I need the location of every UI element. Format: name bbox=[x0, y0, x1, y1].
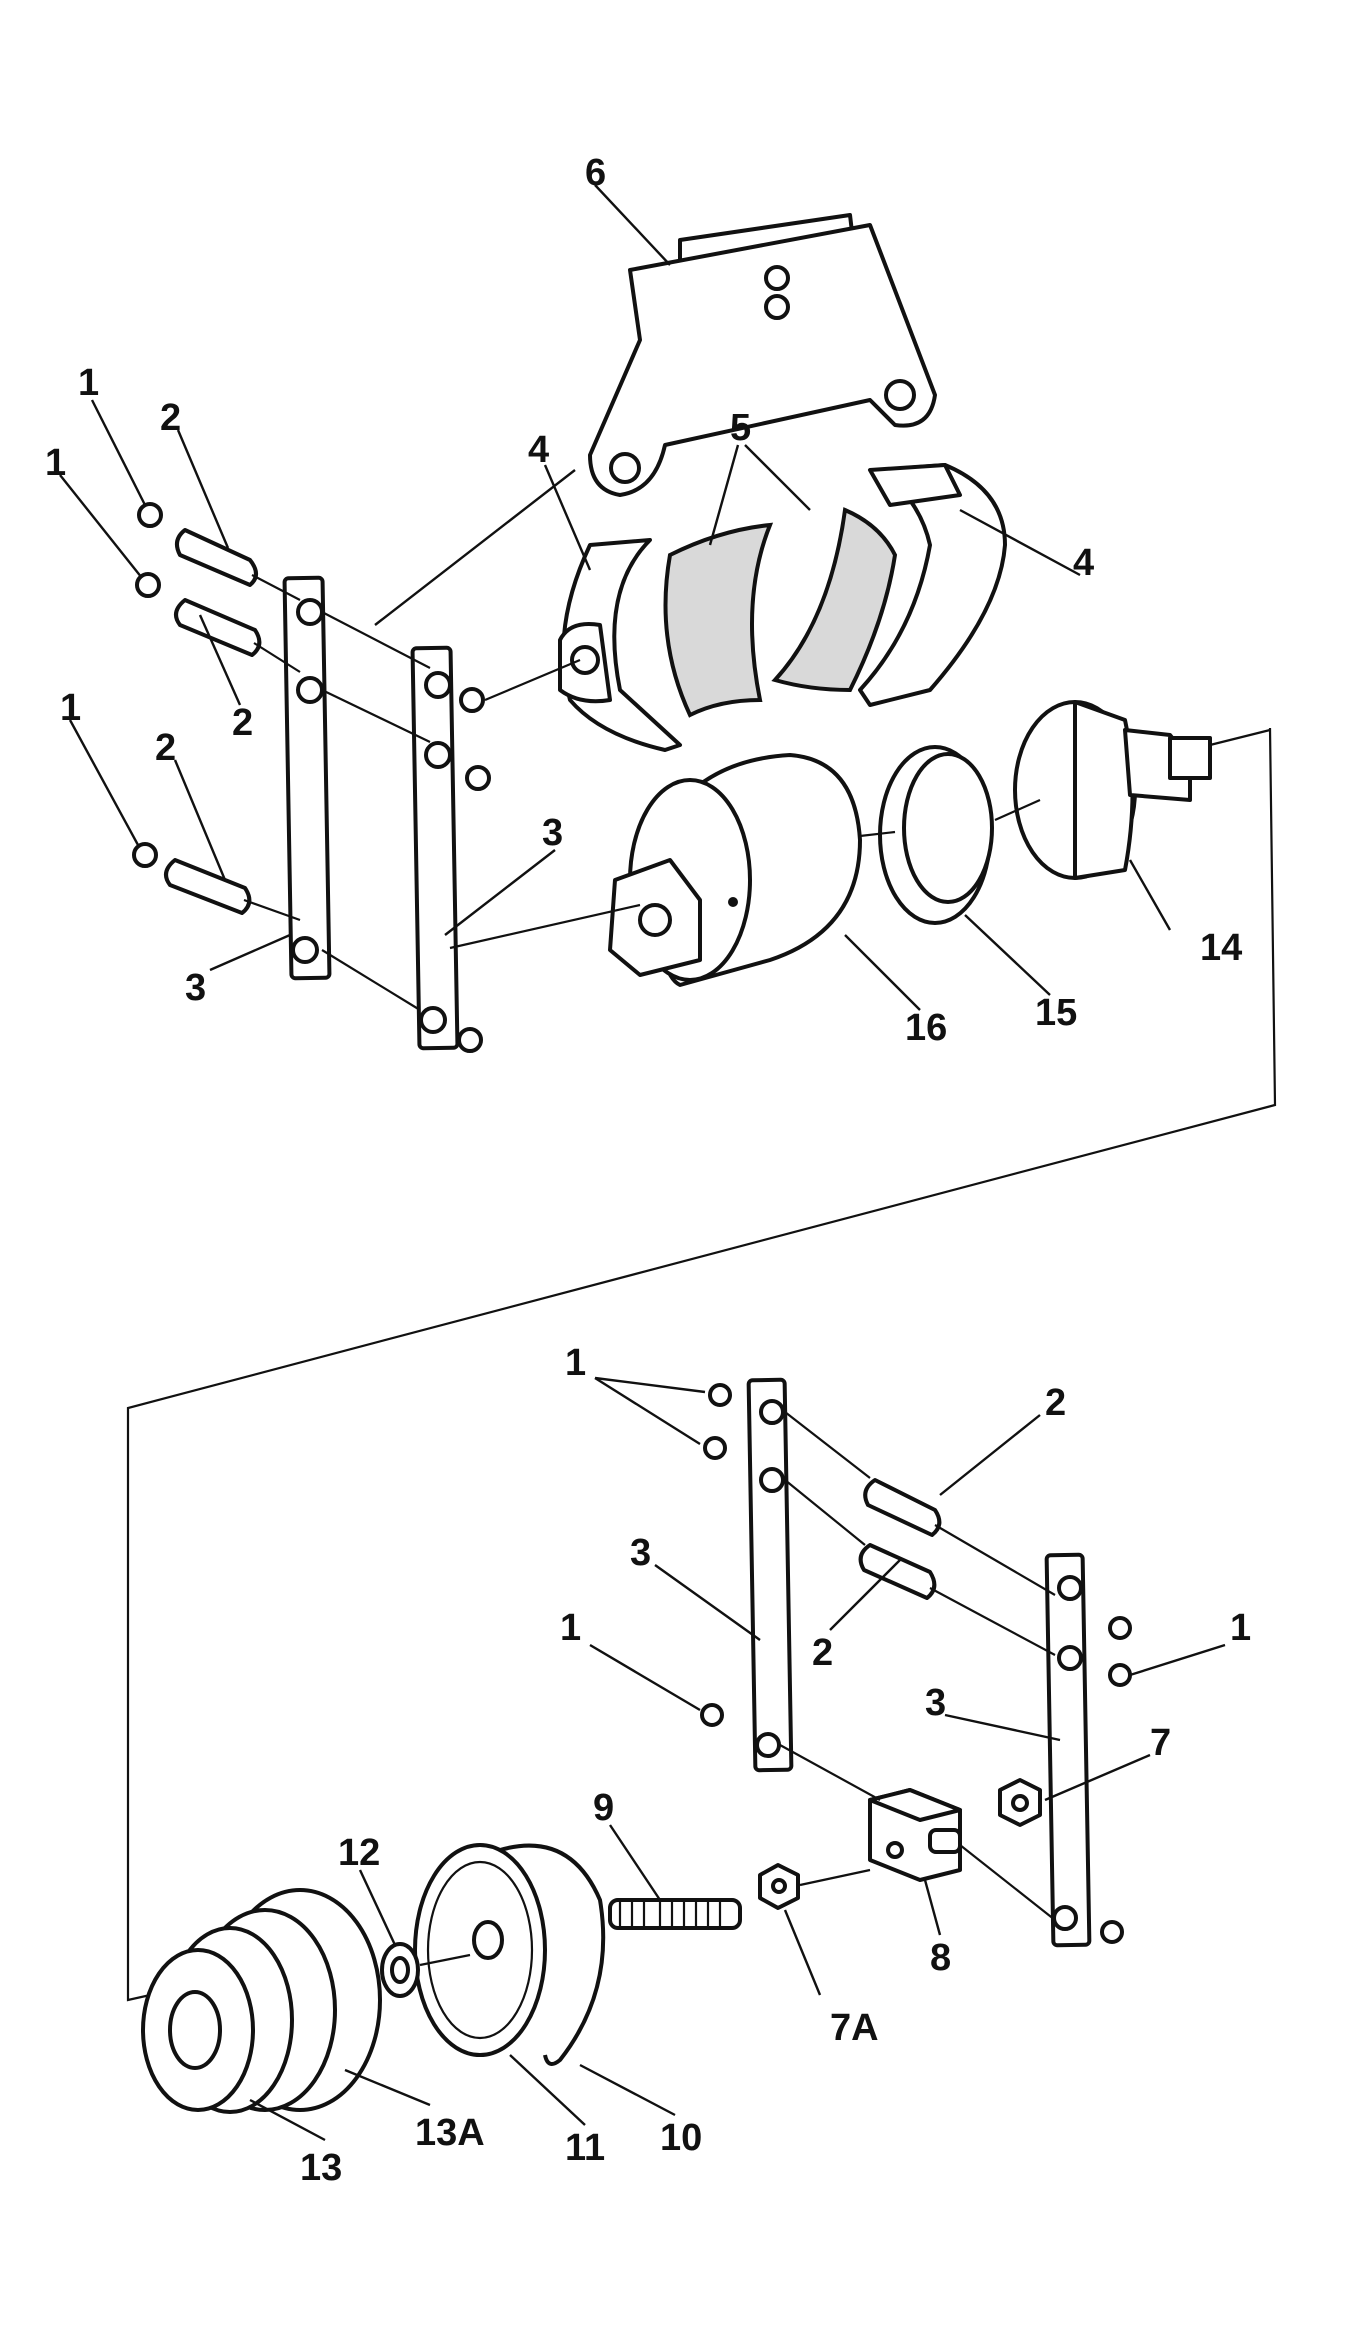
callout-14: 14 bbox=[1200, 927, 1242, 969]
callout-1: 1 bbox=[60, 687, 81, 729]
part-13-pulley bbox=[141, 1888, 382, 2114]
callout-13A: 13A bbox=[415, 2112, 485, 2154]
part-1-nuts-lower bbox=[700, 1383, 1132, 1944]
callout-4: 4 bbox=[528, 429, 549, 471]
callout-4: 4 bbox=[1073, 542, 1094, 584]
callout-3: 3 bbox=[630, 1532, 651, 1574]
part-16-housing bbox=[608, 753, 862, 987]
part-8-block bbox=[868, 1788, 962, 1882]
part-4-brake-shoe-left bbox=[558, 538, 682, 752]
callout-2: 2 bbox=[1045, 1382, 1066, 1424]
callout-16: 16 bbox=[905, 1007, 947, 1049]
part-3-link-plate-right bbox=[410, 645, 460, 1051]
callout-2: 2 bbox=[812, 1632, 833, 1674]
lower-guide-lines bbox=[419, 1411, 1056, 1967]
callout-2: 2 bbox=[232, 702, 253, 744]
callout-2: 2 bbox=[155, 727, 176, 769]
callout-12: 12 bbox=[338, 1832, 380, 1874]
callout-3: 3 bbox=[542, 812, 563, 854]
callout-7A: 7A bbox=[830, 2007, 879, 2049]
part-5-lining-left bbox=[663, 522, 774, 718]
callout-11: 11 bbox=[565, 2127, 605, 2169]
callout-labels: 1 1 1 2 2 2 3 3 4 4 5 6 14 15 16 1 1 1 2… bbox=[45, 152, 1251, 2189]
part-9-spring bbox=[608, 1898, 742, 1930]
callout-7: 7 bbox=[1150, 1722, 1171, 1764]
callout-5: 5 bbox=[730, 407, 751, 449]
callout-1: 1 bbox=[45, 442, 66, 484]
callout-6: 6 bbox=[585, 152, 606, 194]
part-3-link-plate-lower-right bbox=[1044, 1552, 1092, 1948]
part-7-hex-nut bbox=[998, 1778, 1042, 1827]
part-12-washer bbox=[380, 1942, 420, 1998]
leader-lines bbox=[59, 184, 1226, 2142]
callout-2: 2 bbox=[160, 397, 181, 439]
part-11-disc bbox=[413, 1843, 547, 2057]
callout-3: 3 bbox=[185, 967, 206, 1009]
part-1-nuts-upper bbox=[132, 502, 491, 1053]
part-2-pins-upper bbox=[164, 528, 262, 915]
callout-1: 1 bbox=[565, 1342, 586, 1384]
callout-1: 1 bbox=[78, 362, 99, 404]
part-3-link-plate-lower-left bbox=[746, 1377, 794, 1773]
part-5-lining-right bbox=[771, 507, 898, 693]
part-6-bracket bbox=[588, 213, 937, 497]
callout-10: 10 bbox=[660, 2117, 702, 2159]
callout-8: 8 bbox=[930, 1937, 951, 1979]
callout-1: 1 bbox=[560, 1607, 581, 1649]
part-2-pins-lower bbox=[858, 1478, 942, 1600]
part-3-link-plate-left bbox=[282, 575, 332, 981]
part-7a-nut bbox=[758, 1863, 800, 1910]
upper-guide-lines bbox=[243, 574, 1271, 1011]
part-4-brake-shoe-right bbox=[858, 463, 1007, 707]
callout-3: 3 bbox=[925, 1682, 946, 1724]
callout-13: 13 bbox=[300, 2147, 342, 2189]
part-15-ring bbox=[878, 745, 994, 925]
part-10-retaining-ring bbox=[499, 1843, 606, 2066]
part-14-hub bbox=[1013, 700, 1212, 880]
callout-9: 9 bbox=[593, 1787, 614, 1829]
callout-15: 15 bbox=[1035, 992, 1077, 1034]
callout-1: 1 bbox=[1230, 1607, 1251, 1649]
